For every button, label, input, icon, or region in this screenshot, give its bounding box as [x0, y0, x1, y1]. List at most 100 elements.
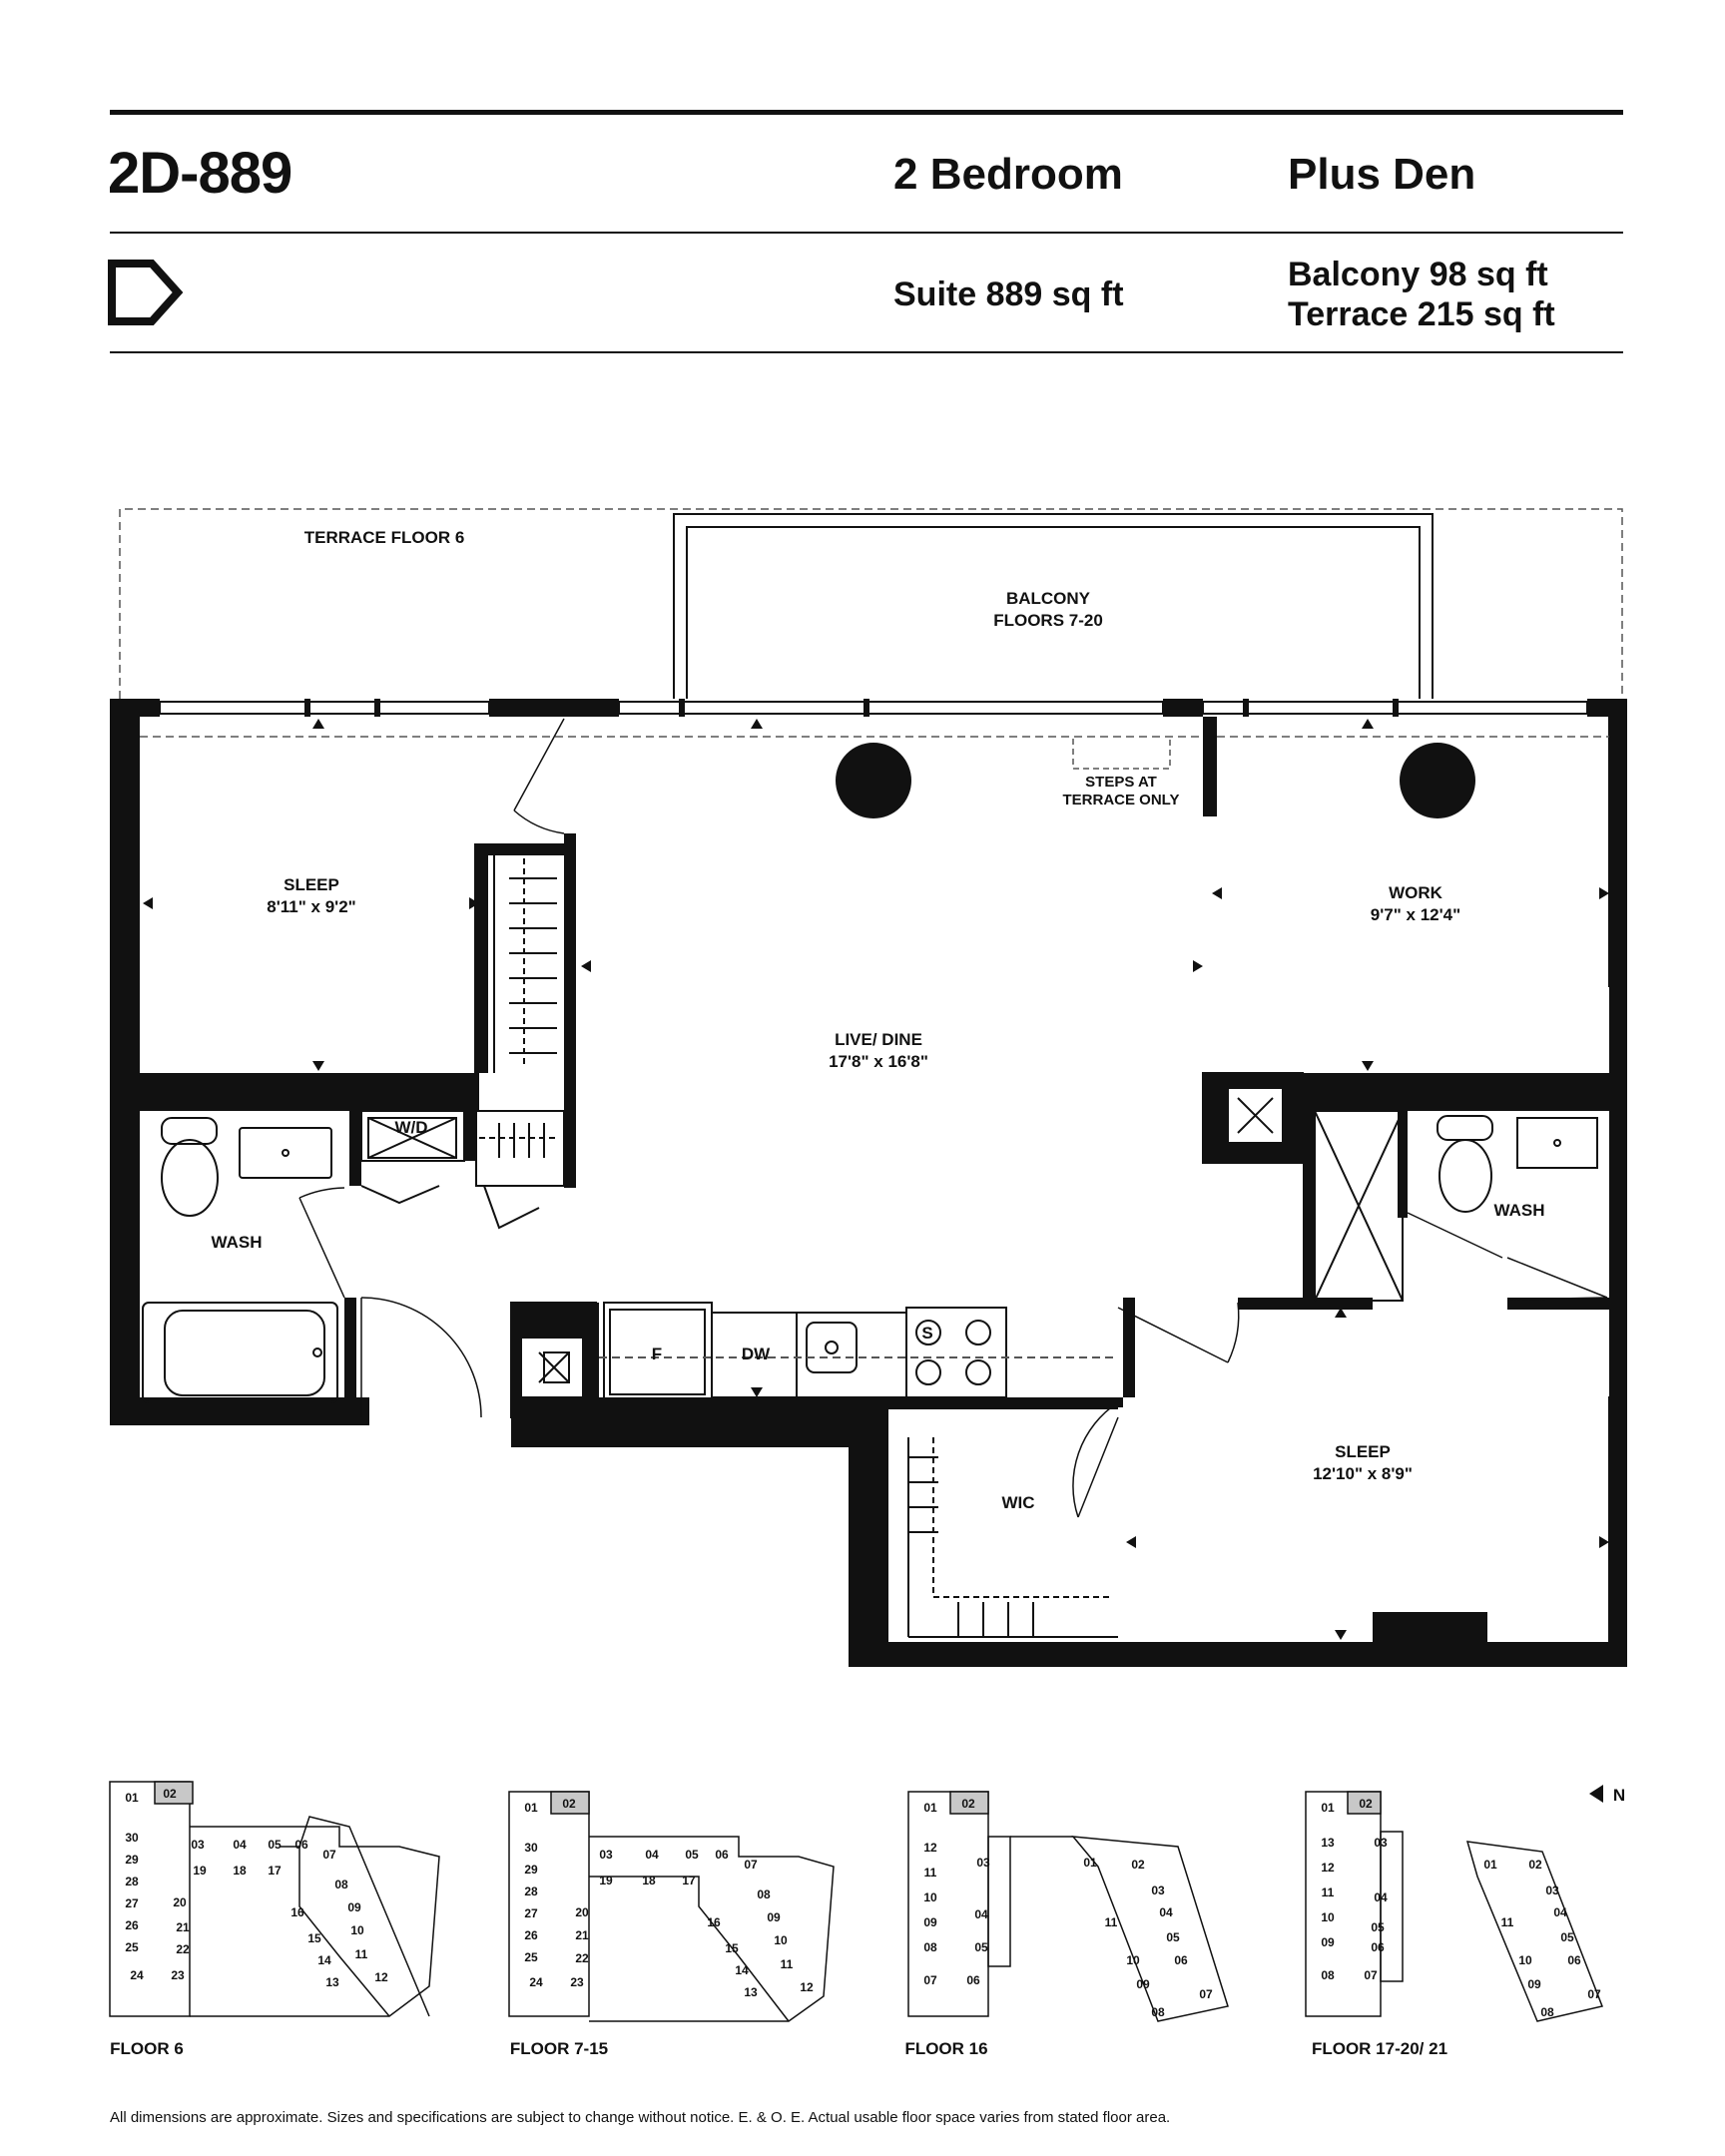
svg-text:07: 07	[1364, 1968, 1378, 1982]
svg-text:06: 06	[715, 1848, 729, 1862]
svg-text:27: 27	[524, 1906, 538, 1920]
column-1	[836, 743, 911, 818]
suite-code: 2D-889	[108, 141, 292, 206]
svg-text:05: 05	[1560, 1930, 1574, 1944]
svg-text:19: 19	[599, 1874, 613, 1887]
svg-text:08: 08	[1151, 2005, 1165, 2019]
suite-extra: Plus Den	[1288, 150, 1476, 199]
sleep1-dimensions: 8'11" x 9'2"	[267, 897, 355, 916]
svg-text:06: 06	[1174, 1953, 1188, 1967]
svg-text:10: 10	[923, 1890, 937, 1904]
balcony-floors-label: FLOORS 7-20	[993, 611, 1103, 630]
svg-text:07: 07	[322, 1848, 336, 1862]
svg-text:01: 01	[923, 1801, 937, 1815]
svg-text:13: 13	[744, 1985, 758, 1999]
terrace-label: TERRACE FLOOR 6	[304, 528, 465, 547]
svg-text:19: 19	[193, 1864, 207, 1878]
dishwasher-label: DW	[742, 1345, 771, 1363]
svg-text:20: 20	[173, 1895, 187, 1909]
wash1-fixtures	[142, 1117, 338, 1403]
svg-text:03: 03	[599, 1848, 613, 1862]
svg-text:11: 11	[1322, 1886, 1335, 1899]
svg-text:06: 06	[966, 1973, 980, 1987]
bedroom-count: 2 Bedroom	[893, 150, 1123, 199]
svg-text:10: 10	[1126, 1953, 1140, 1967]
svg-text:04: 04	[974, 1907, 988, 1921]
svg-text:20: 20	[575, 1905, 589, 1919]
svg-text:03: 03	[1151, 1884, 1165, 1897]
svg-text:28: 28	[524, 1885, 538, 1898]
sleep2-dimensions: 12'10" x 8'9"	[1313, 1464, 1413, 1483]
wash1-label: WASH	[212, 1233, 263, 1252]
svg-text:09: 09	[1527, 1977, 1541, 1991]
brand-logo-icon	[108, 260, 184, 325]
dimension-markers	[143, 719, 1609, 1640]
svg-text:10: 10	[774, 1933, 788, 1947]
svg-text:05: 05	[685, 1848, 699, 1862]
svg-text:29: 29	[125, 1853, 139, 1867]
column-2	[1400, 743, 1475, 818]
live-dine-dimensions: 17'8" x 16'8"	[829, 1052, 928, 1071]
svg-text:01: 01	[1083, 1856, 1097, 1870]
floor-16-label: FLOOR 16	[904, 2039, 987, 2058]
svg-text:12: 12	[1321, 1861, 1335, 1875]
washer-dryer-label: W/D	[394, 1118, 427, 1137]
svg-text:07: 07	[744, 1858, 758, 1872]
keyplan-floor-6-labels: 01 02 30 29 28 27 26 25 24 23 22 21 20 1…	[125, 1787, 388, 1989]
svg-text:01: 01	[125, 1791, 139, 1805]
svg-text:04: 04	[1159, 1905, 1173, 1919]
svg-text:05: 05	[268, 1838, 282, 1852]
svg-text:17: 17	[682, 1874, 696, 1887]
svg-text:07: 07	[923, 1973, 937, 1987]
svg-text:15: 15	[725, 1941, 739, 1955]
keyplan-floor-7-15	[508, 1791, 835, 2022]
svg-text:22: 22	[575, 1951, 589, 1965]
balcony-rail	[673, 513, 1434, 699]
svg-text:26: 26	[125, 1918, 139, 1932]
svg-text:02: 02	[562, 1797, 576, 1811]
window-mullions	[304, 699, 1627, 1475]
svg-text:18: 18	[233, 1864, 247, 1878]
floor-7-15-label: FLOOR 7-15	[510, 2039, 608, 2058]
svg-text:10: 10	[1321, 1910, 1335, 1924]
svg-text:06: 06	[1371, 1940, 1385, 1954]
svg-text:23: 23	[171, 1968, 185, 1982]
svg-text:11: 11	[1105, 1915, 1118, 1929]
svg-text:09: 09	[923, 1915, 937, 1929]
svg-text:30: 30	[125, 1831, 139, 1845]
svg-text:21: 21	[575, 1928, 589, 1942]
wic-closet	[907, 1437, 1118, 1638]
svg-text:24: 24	[130, 1968, 144, 1982]
svg-text:06: 06	[294, 1838, 308, 1852]
svg-text:12: 12	[923, 1841, 937, 1855]
svg-text:10: 10	[1518, 1953, 1532, 1967]
svg-text:06: 06	[1567, 1953, 1581, 1967]
terrace-outline	[119, 508, 1623, 699]
pantry-closet	[475, 1110, 565, 1230]
svg-text:04: 04	[645, 1848, 659, 1862]
fridge-label: F	[652, 1345, 662, 1363]
svg-text:02: 02	[961, 1797, 975, 1811]
svg-text:02: 02	[1131, 1858, 1145, 1872]
svg-text:18: 18	[642, 1874, 656, 1887]
svg-text:10: 10	[350, 1923, 364, 1937]
svg-text:25: 25	[524, 1950, 538, 1964]
svg-text:04: 04	[233, 1838, 247, 1852]
svg-text:15: 15	[307, 1931, 321, 1945]
svg-text:01: 01	[1483, 1858, 1497, 1872]
svg-text:21: 21	[176, 1920, 190, 1934]
svg-text:08: 08	[1321, 1968, 1335, 1982]
svg-text:09: 09	[767, 1910, 781, 1924]
svg-text:11: 11	[781, 1957, 794, 1971]
svg-text:11: 11	[355, 1947, 368, 1961]
balcony-area: Balcony 98 sq ft	[1288, 256, 1548, 293]
svg-text:03: 03	[191, 1838, 205, 1852]
keyplan-floor-7-15-labels: 01 02 30 29 28 27 26 25 24 23 22 21 20 1…	[524, 1797, 814, 1999]
header-bottom-rule	[110, 351, 1623, 353]
terrace-area: Terrace 215 sq ft	[1288, 295, 1555, 333]
svg-text:05: 05	[974, 1940, 988, 1954]
steps-outline	[1072, 739, 1171, 770]
svg-text:11: 11	[1501, 1915, 1514, 1929]
svg-text:02: 02	[1528, 1858, 1542, 1872]
svg-text:04: 04	[1553, 1905, 1567, 1919]
